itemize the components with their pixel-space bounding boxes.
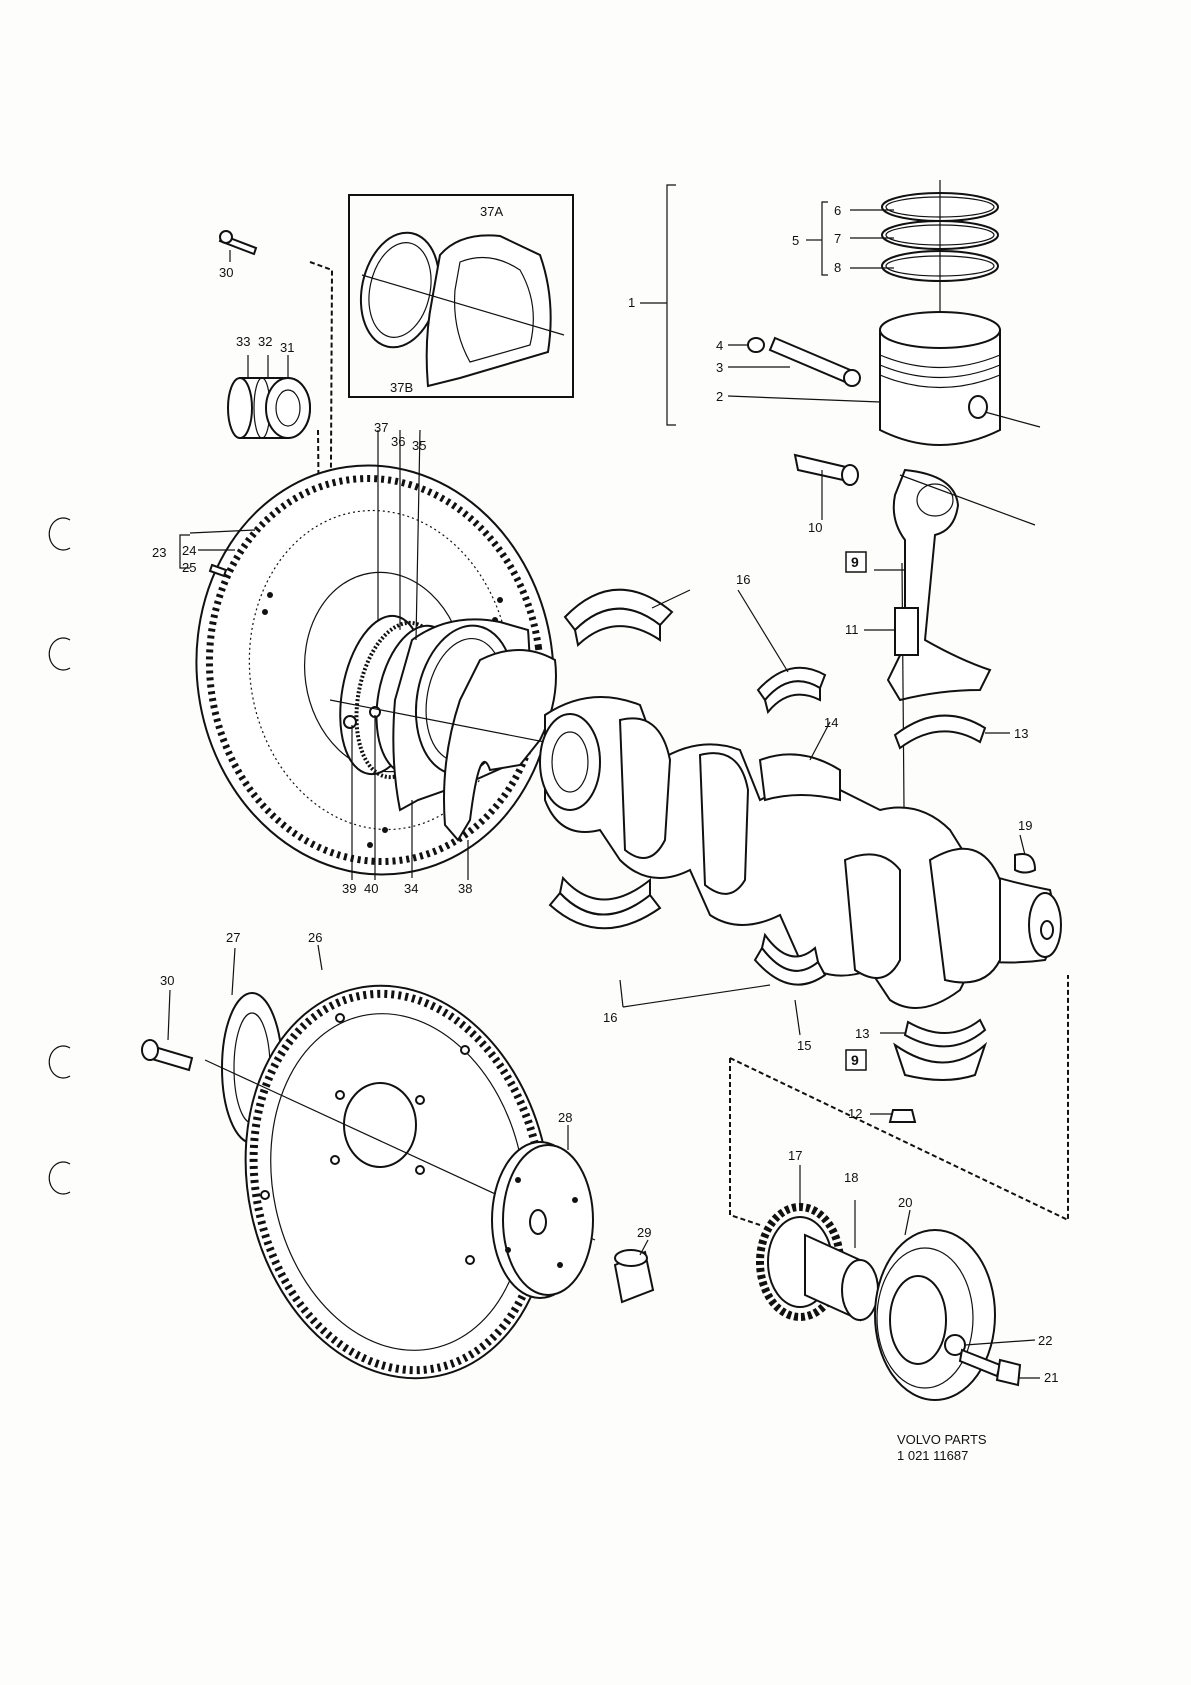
label-5: 5 bbox=[792, 233, 799, 248]
label-17: 17 bbox=[788, 1148, 802, 1163]
label-8: 8 bbox=[834, 260, 841, 275]
pilot-bearing-group bbox=[218, 230, 311, 439]
label-7: 7 bbox=[834, 231, 841, 246]
label-27: 27 bbox=[226, 930, 240, 945]
label-37: 37 bbox=[374, 420, 388, 435]
label-23: 23 bbox=[152, 545, 166, 560]
crankshaft bbox=[539, 696, 1062, 1009]
label-24: 24 bbox=[182, 543, 196, 558]
label-37a: 37A bbox=[480, 204, 503, 219]
label-25: 25 bbox=[182, 560, 196, 575]
connecting-rod bbox=[793, 453, 1036, 1123]
front-pulley-group bbox=[756, 1165, 1040, 1401]
label-38: 38 bbox=[458, 881, 472, 896]
label-39: 39 bbox=[342, 881, 356, 896]
callout-labels: 1 2 3 4 5 6 7 8 9 9 10 11 12 13 13 14 15… bbox=[152, 203, 1058, 1385]
label-30-upper: 30 bbox=[219, 265, 233, 280]
label-12: 12 bbox=[848, 1106, 862, 1121]
label-32: 32 bbox=[258, 334, 272, 349]
label-30-lower: 30 bbox=[160, 973, 174, 988]
label-31: 31 bbox=[280, 340, 294, 355]
label-13-upper: 13 bbox=[1014, 726, 1028, 741]
label-18: 18 bbox=[844, 1170, 858, 1185]
main-bearing-shells bbox=[548, 588, 827, 1036]
label-14: 14 bbox=[824, 715, 838, 730]
label-36: 36 bbox=[391, 434, 405, 449]
label-22: 22 bbox=[1038, 1333, 1052, 1348]
label-16-lower: 16 bbox=[603, 1010, 617, 1025]
label-11: 11 bbox=[845, 622, 859, 637]
label-15: 15 bbox=[797, 1038, 811, 1053]
label-16-upper: 16 bbox=[736, 572, 750, 587]
punch-holes bbox=[48, 517, 71, 1195]
label-40: 40 bbox=[364, 881, 378, 896]
rear-seal-group bbox=[329, 429, 561, 880]
label-1: 1 bbox=[628, 295, 635, 310]
brand-text: VOLVO PARTS bbox=[897, 1432, 987, 1447]
drawing-code: 1 021 11687 bbox=[897, 1448, 968, 1463]
flywheel-lower bbox=[141, 944, 655, 1380]
label-37b: 37B bbox=[390, 380, 413, 395]
label-33: 33 bbox=[236, 334, 250, 349]
label-2: 2 bbox=[716, 389, 723, 404]
label-9-lower: 9 bbox=[851, 1052, 859, 1068]
label-26: 26 bbox=[308, 930, 322, 945]
label-19: 19 bbox=[1018, 818, 1032, 833]
label-3: 3 bbox=[716, 360, 723, 375]
label-20: 20 bbox=[898, 1195, 912, 1210]
label-35: 35 bbox=[412, 438, 426, 453]
label-10: 10 bbox=[808, 520, 822, 535]
label-13-lower: 13 bbox=[855, 1026, 869, 1041]
label-21: 21 bbox=[1044, 1370, 1058, 1385]
part-reference: VOLVO PARTS 1 021 11687 bbox=[897, 1432, 987, 1463]
piston-assembly bbox=[640, 180, 1041, 446]
label-4: 4 bbox=[716, 338, 723, 353]
seal-inset-box bbox=[348, 194, 574, 398]
label-28: 28 bbox=[558, 1110, 572, 1125]
label-6: 6 bbox=[834, 203, 841, 218]
label-9-upper: 9 bbox=[851, 554, 859, 570]
label-29: 29 bbox=[637, 1225, 651, 1240]
label-34: 34 bbox=[404, 881, 418, 896]
